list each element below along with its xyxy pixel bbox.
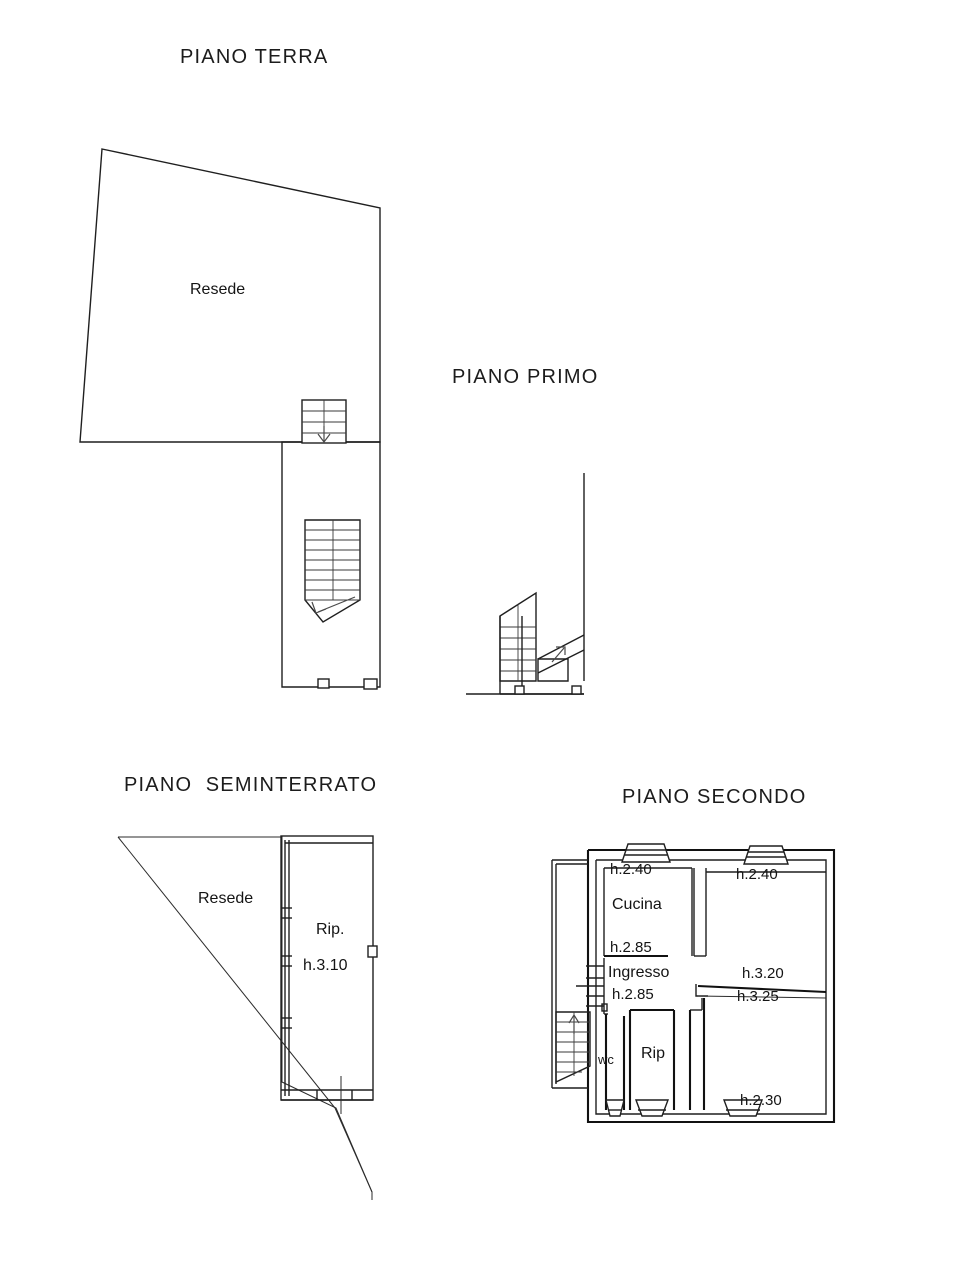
- label-bottom-right-height: h.2.30: [740, 1092, 782, 1109]
- stair-upper-ground: [301, 399, 347, 444]
- ground-door-opening-right: [363, 678, 378, 690]
- label-cucina-height-top: h.2.40: [610, 861, 652, 878]
- label-top-right-height: h.2.40: [736, 866, 778, 883]
- secondo-exterior-landing: [551, 859, 588, 1089]
- label-corridor-height-upper: h.3.20: [742, 965, 784, 982]
- secondo-room-top-right: [693, 868, 826, 957]
- secondo-window-bottom-rip: [634, 1099, 670, 1117]
- primo-stair-landing: [537, 634, 585, 682]
- label-cucina-height-bottom: h.2.85: [610, 939, 652, 956]
- seminterrato-diagonal-2: [334, 1107, 373, 1193]
- label-ingresso: Ingresso: [608, 964, 670, 981]
- secondo-corridor-divider: [695, 984, 827, 999]
- label-wc: wc: [598, 1052, 614, 1067]
- secondo-entrance-openings: [576, 965, 604, 1007]
- secondo-room-bottom-right: [688, 998, 706, 1110]
- primo-stair-section: [499, 591, 537, 694]
- secondo-door-jamb-ingresso: [601, 1003, 608, 1012]
- piano-secondo-drawing: [551, 843, 836, 1124]
- piano-terra-drawing: [79, 148, 381, 690]
- label-resede-ground: Resede: [190, 281, 246, 298]
- secondo-window-bottom-right: [722, 1099, 764, 1117]
- plan-title-piano-secondo: PIANO SECONDO: [622, 786, 807, 808]
- seminterrato-resede-outline: [118, 836, 373, 1193]
- label-cucina: Cucina: [612, 896, 662, 913]
- label-rip-seminterrato: Rip.: [316, 921, 345, 938]
- label-resede-seminterrato: Resede: [198, 890, 254, 907]
- stair-lower-ground: [304, 519, 361, 623]
- seminterrato-window: [367, 945, 378, 958]
- seminterrato-rip-room: [280, 835, 378, 1114]
- label-height-seminterrato: h.3.10: [303, 957, 348, 974]
- seminterrato-diagonal: [117, 836, 336, 1109]
- secondo-window-bottom-wc: [605, 1099, 625, 1117]
- primo-door-opening-left: [514, 685, 525, 695]
- secondo-room-wc: [604, 1014, 626, 1110]
- plan-title-piano-primo: PIANO PRIMO: [452, 366, 599, 388]
- primo-door-opening-right: [571, 685, 582, 695]
- secondo-room-rip: [628, 1008, 676, 1110]
- secondo-exterior-stair: [555, 1011, 591, 1084]
- plan-title-piano-seminterrato: PIANO SEMINTERRATO: [124, 774, 378, 796]
- piano-seminterrato-drawing: [117, 835, 378, 1200]
- piano-primo-drawing: [466, 473, 585, 695]
- ground-building-block: [281, 441, 381, 688]
- label-ingresso-height: h.2.85: [612, 986, 654, 1003]
- label-corridor-height-lower: h.3.25: [737, 988, 779, 1005]
- secondo-window-top-right: [743, 845, 789, 865]
- plan-title-piano-terra: PIANO TERRA: [180, 46, 329, 68]
- label-rip-secondo: Rip: [641, 1045, 666, 1062]
- secondo-window-cucina: [621, 843, 671, 863]
- ground-door-opening-left: [317, 678, 330, 689]
- secondo-room-cucina: [603, 867, 693, 958]
